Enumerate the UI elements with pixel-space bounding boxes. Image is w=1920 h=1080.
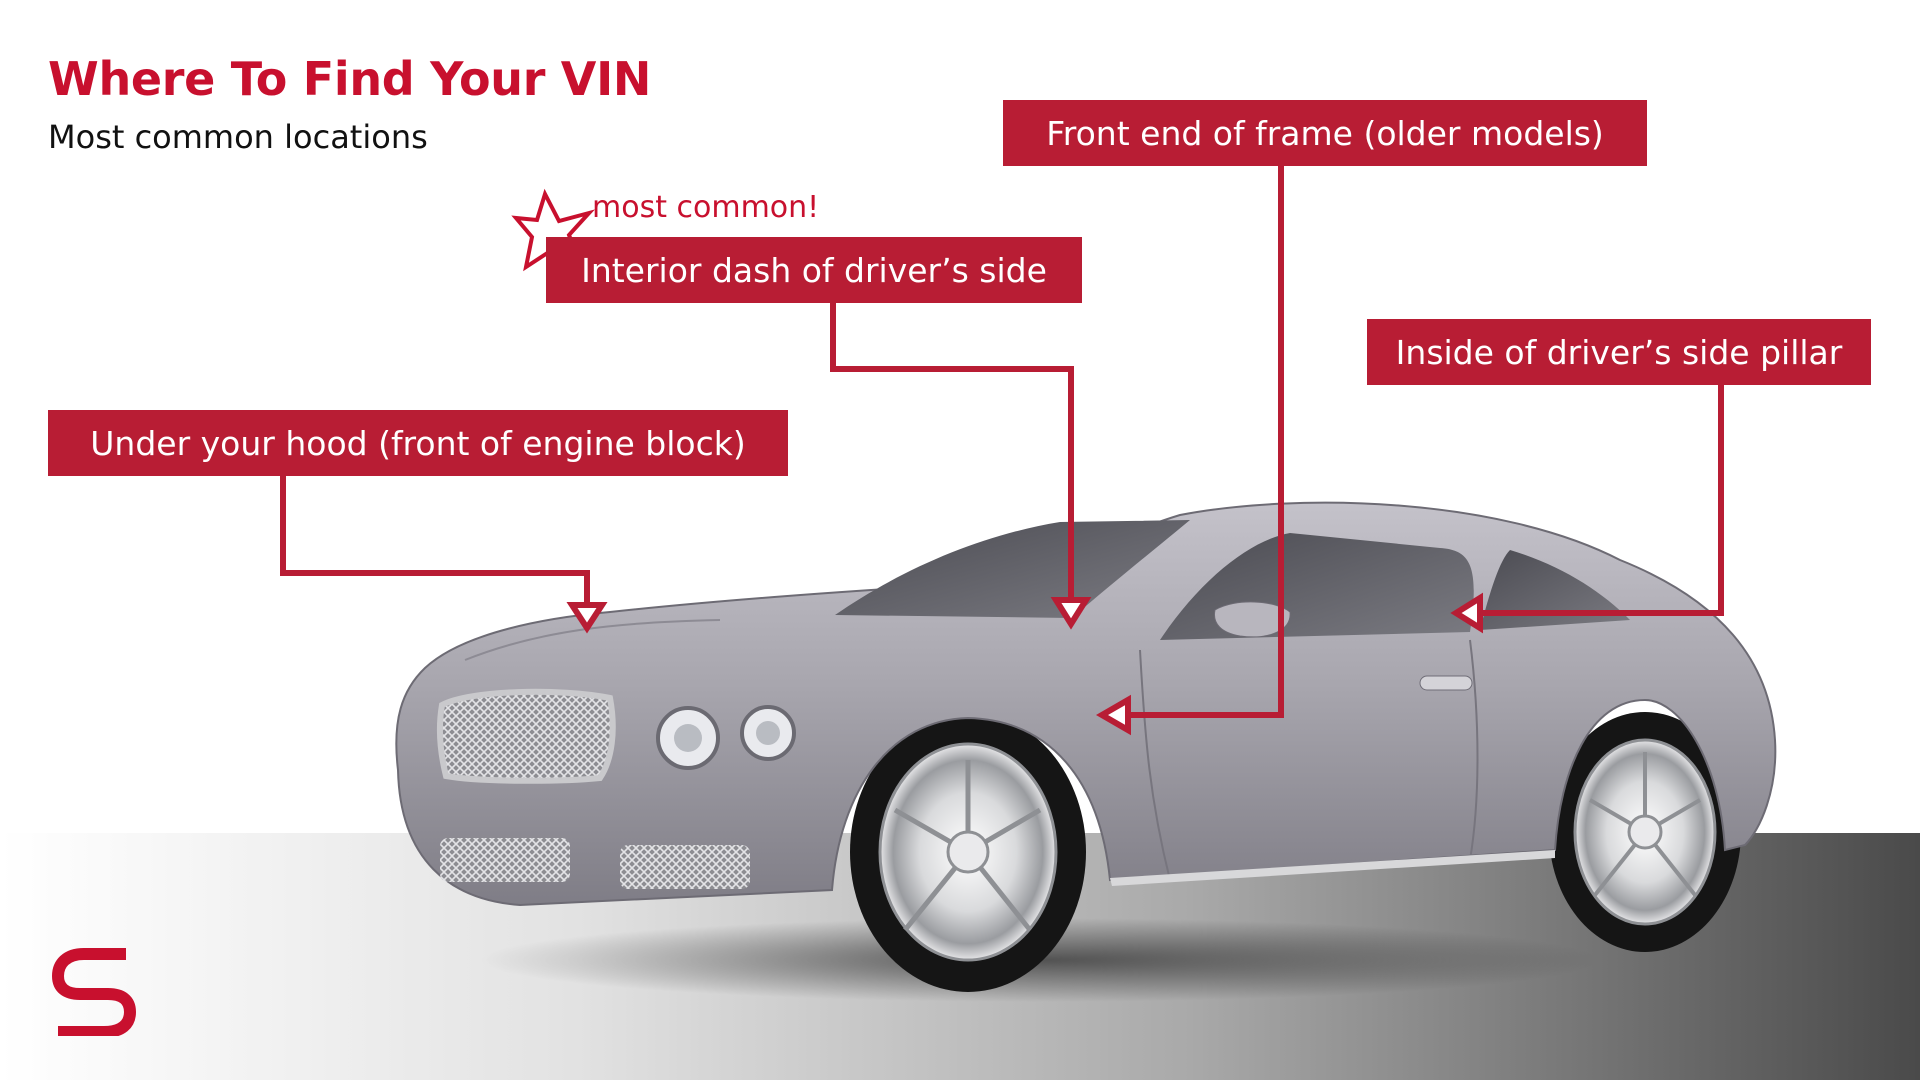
brand-s-logo (52, 948, 136, 1036)
dash-leader-line (830, 302, 1074, 600)
most-common-note: most common! (592, 190, 820, 225)
pillar-arrowhead (1450, 592, 1483, 634)
callout-interior-dash-label: Interior dash of driver’s side (581, 250, 1047, 290)
front-grille (436, 688, 616, 784)
callout-front-frame-label: Front end of frame (older models) (1046, 113, 1604, 153)
pillar-leader-line (1470, 385, 1724, 616)
lower-grille-right (620, 845, 750, 889)
hood-arrowhead (566, 602, 608, 634)
lower-grille-left (440, 838, 570, 882)
callout-driver-pillar: Inside of driver’s side pillar (1367, 319, 1871, 385)
windshield (835, 520, 1190, 618)
door-line (1139, 639, 1479, 881)
callout-under-hood-label: Under your hood (front of engine block) (90, 423, 746, 463)
hood-leader-line (280, 475, 590, 608)
callout-interior-dash: Interior dash of driver’s side (546, 237, 1082, 303)
frame-arrowhead (1095, 694, 1131, 736)
dash-arrowhead (1050, 597, 1092, 630)
callout-driver-pillar-label: Inside of driver’s side pillar (1395, 332, 1843, 372)
door-handle (1419, 675, 1473, 691)
hood-line (464, 619, 721, 661)
frame-leader-line (1128, 165, 1284, 718)
page-title: Where To Find Your VIN (48, 52, 652, 106)
page-subtitle: Most common locations (48, 118, 428, 156)
chrome-sill (1110, 850, 1555, 886)
callout-front-frame: Front end of frame (older models) (1003, 100, 1647, 166)
callout-under-hood: Under your hood (front of engine block) (48, 410, 788, 476)
